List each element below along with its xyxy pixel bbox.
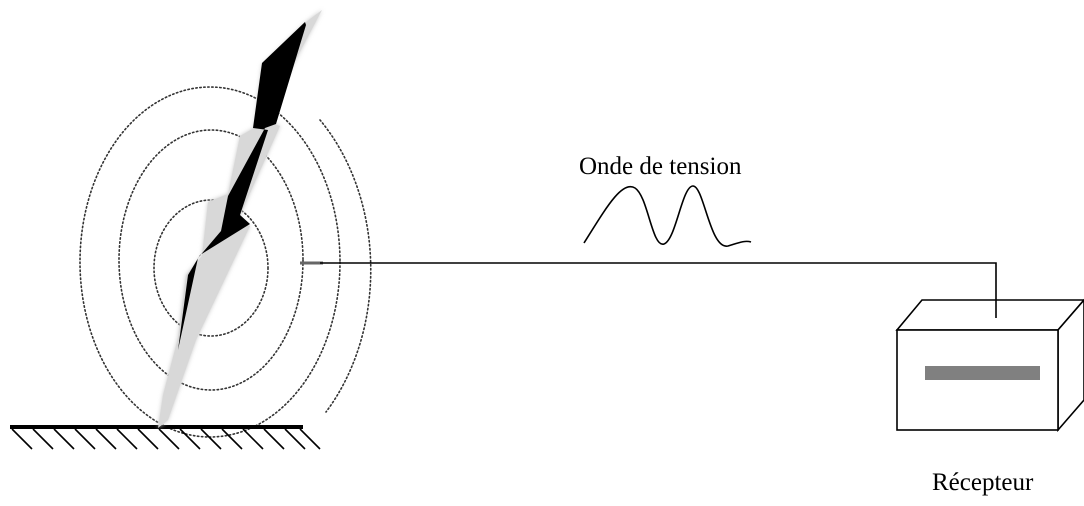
lightning-bolt-icon	[158, 10, 322, 428]
receiver-display-bar	[925, 366, 1040, 380]
radiation-arc-outermost	[319, 119, 372, 413]
radiation-ring-middle	[118, 129, 304, 391]
voltage-wave-label: Onde de tension	[579, 153, 742, 180]
lightning-bolt-core	[178, 22, 306, 350]
receiver-label: Récepteur	[932, 469, 1034, 496]
ground-hatch-icon	[10, 425, 321, 450]
ground-hatching	[11, 428, 321, 450]
voltage-wave-icon	[583, 185, 752, 247]
lightning-glow-edge	[158, 10, 322, 428]
radiation-ring-inner	[153, 199, 269, 337]
receiver-box-top	[895, 299, 1084, 331]
transmission-line	[320, 262, 997, 318]
receiver-box-icon	[895, 298, 1084, 433]
